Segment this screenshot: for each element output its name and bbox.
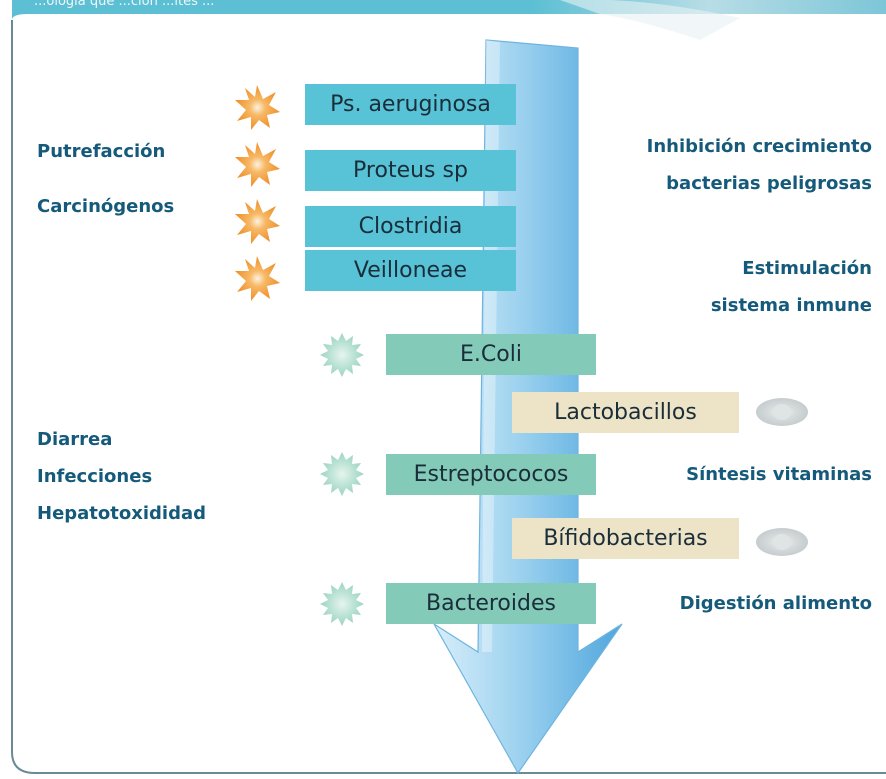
benefit-inhibicion-line2: bacterias peligrosas	[666, 173, 872, 194]
green-spiky-cell-icon	[320, 452, 364, 496]
benefit-estimulacion-line2: sistema inmune	[710, 295, 872, 316]
bacteria-box-ecoli: E.Coli	[386, 334, 596, 375]
header-band-text: ...ología que ...ción ...ites ...	[34, 0, 215, 9]
benefit-inhibicion-line1: Inhibición crecimiento	[646, 136, 872, 157]
grey-oval-cell-icon	[756, 398, 808, 426]
benefit-digestion: Digestión alimento	[679, 593, 872, 614]
effect-carcinogenos: Carcinógenos	[37, 196, 175, 217]
bacteria-box-proteus: Proteus sp	[305, 150, 516, 191]
bacteria-box-lactobacillos: Lactobacillos	[512, 392, 739, 433]
bacteria-box-ps-aeruginosa: Ps. aeruginosa	[305, 84, 516, 125]
benefit-sintesis: Síntesis vitaminas	[686, 464, 872, 485]
effect-hepatotoxidad: Hepatotoxididad	[37, 503, 206, 524]
green-spiky-cell-icon	[320, 582, 364, 626]
effect-diarrea: Diarrea	[37, 429, 113, 450]
effect-infecciones: Infecciones	[37, 466, 153, 487]
grey-oval-cell-icon	[756, 528, 808, 556]
effect-putrefaccion: Putrefacción	[37, 141, 166, 162]
bacteria-box-estreptococos: Estreptococos	[386, 454, 596, 495]
orange-star-burst-icon	[235, 142, 280, 187]
orange-star-burst-icon	[235, 256, 280, 301]
benefit-estimulacion-line1: Estimulación	[742, 258, 872, 279]
bacteria-box-bacteroides: Bacteroides	[386, 583, 596, 624]
bacteria-box-bifidobacterias: Bífidobacterias	[512, 518, 739, 559]
bacteria-box-clostridia: Clostridia	[305, 206, 516, 247]
bacteria-box-veilloneae: Veilloneae	[305, 250, 516, 291]
orange-star-burst-icon	[235, 85, 280, 130]
green-spiky-cell-icon	[320, 333, 364, 377]
orange-star-burst-icon	[235, 199, 280, 244]
